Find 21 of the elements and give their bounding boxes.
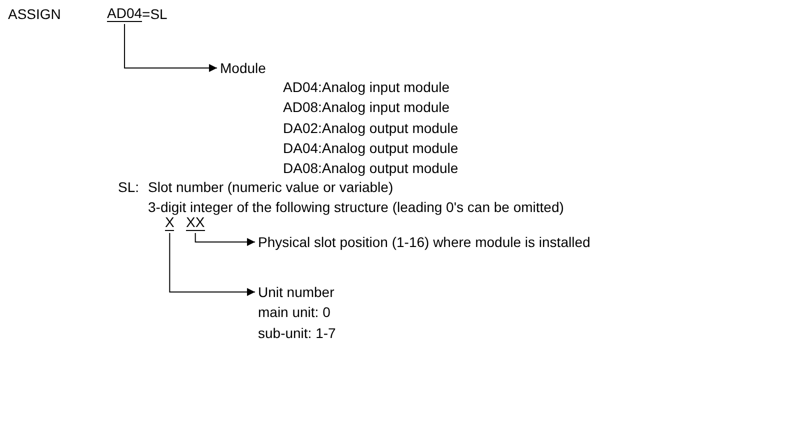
list-item: DA02:Analog output module — [283, 120, 458, 136]
format-letter: XX — [186, 215, 205, 231]
term-heading: Unit number — [258, 284, 334, 300]
list-item: sub-unit: 1-7 — [258, 325, 336, 341]
description-text: Physical slot position (1-16) where module is installed — [258, 234, 590, 250]
list-item: DA04:Analog output module — [283, 140, 458, 156]
list-item: AD04:Analog input module — [283, 79, 450, 95]
description-text: Slot number (numeric value or variable) — [148, 179, 394, 195]
term-heading: Module — [220, 60, 266, 76]
term-key: SL: — [118, 179, 140, 195]
format-letter: X — [165, 215, 174, 231]
module-code: AD04 — [107, 6, 142, 22]
list-item: DA08:Analog output module — [283, 160, 458, 176]
description-text: 3-digit integer of the following structure (leading 0's can be omitted) — [148, 199, 564, 215]
leader-arrow — [169, 232, 256, 296]
leader-arrow — [124, 24, 218, 72]
list-item: AD08:Analog input module — [283, 99, 450, 115]
list-item: main unit: 0 — [258, 304, 330, 320]
keyword: ASSIGN — [8, 6, 61, 22]
operand-text: =SL — [142, 6, 168, 22]
leader-arrow — [194, 232, 256, 246]
